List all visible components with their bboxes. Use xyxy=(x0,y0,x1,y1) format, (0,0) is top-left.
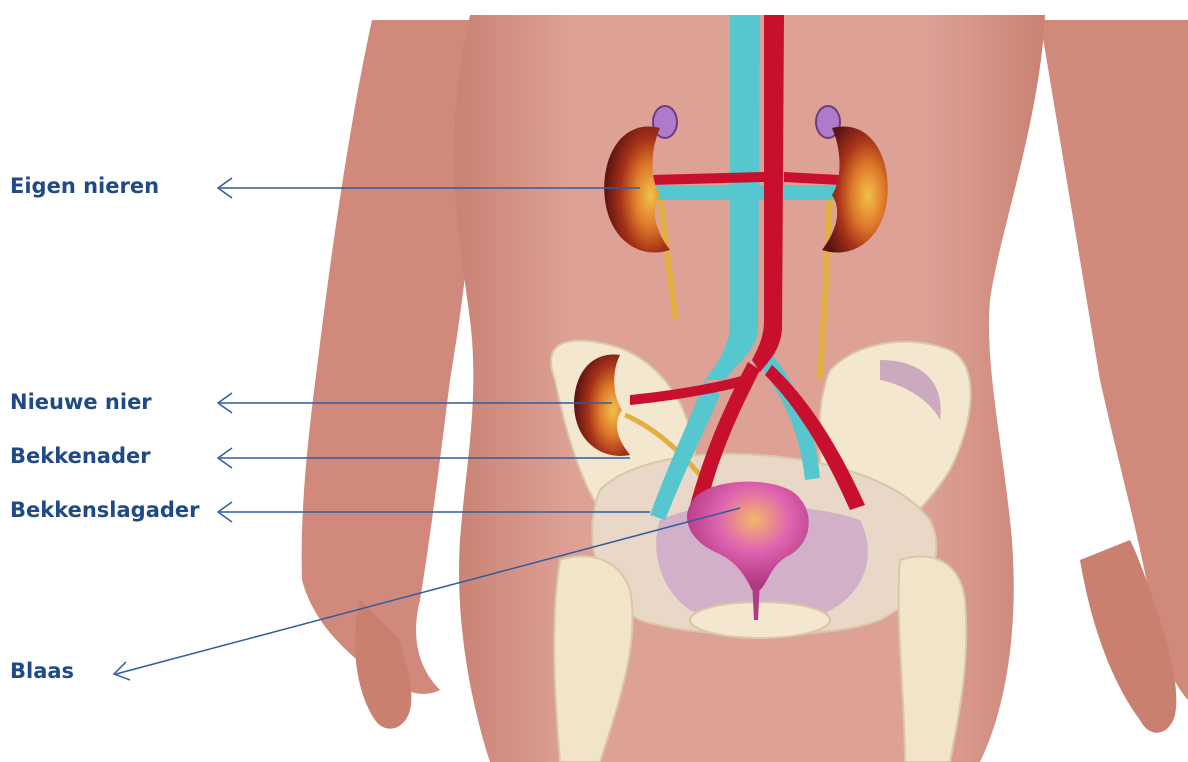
label-bekkenader: Bekkenader xyxy=(10,446,151,467)
label-bekkenslagader: Bekkenslagader xyxy=(10,500,200,521)
label-blaas: Blaas xyxy=(10,661,74,682)
label-eigen-nieren: Eigen nieren xyxy=(10,176,159,197)
leader-blaas xyxy=(116,508,740,674)
label-nieuwe-nier: Nieuwe nier xyxy=(10,392,152,413)
